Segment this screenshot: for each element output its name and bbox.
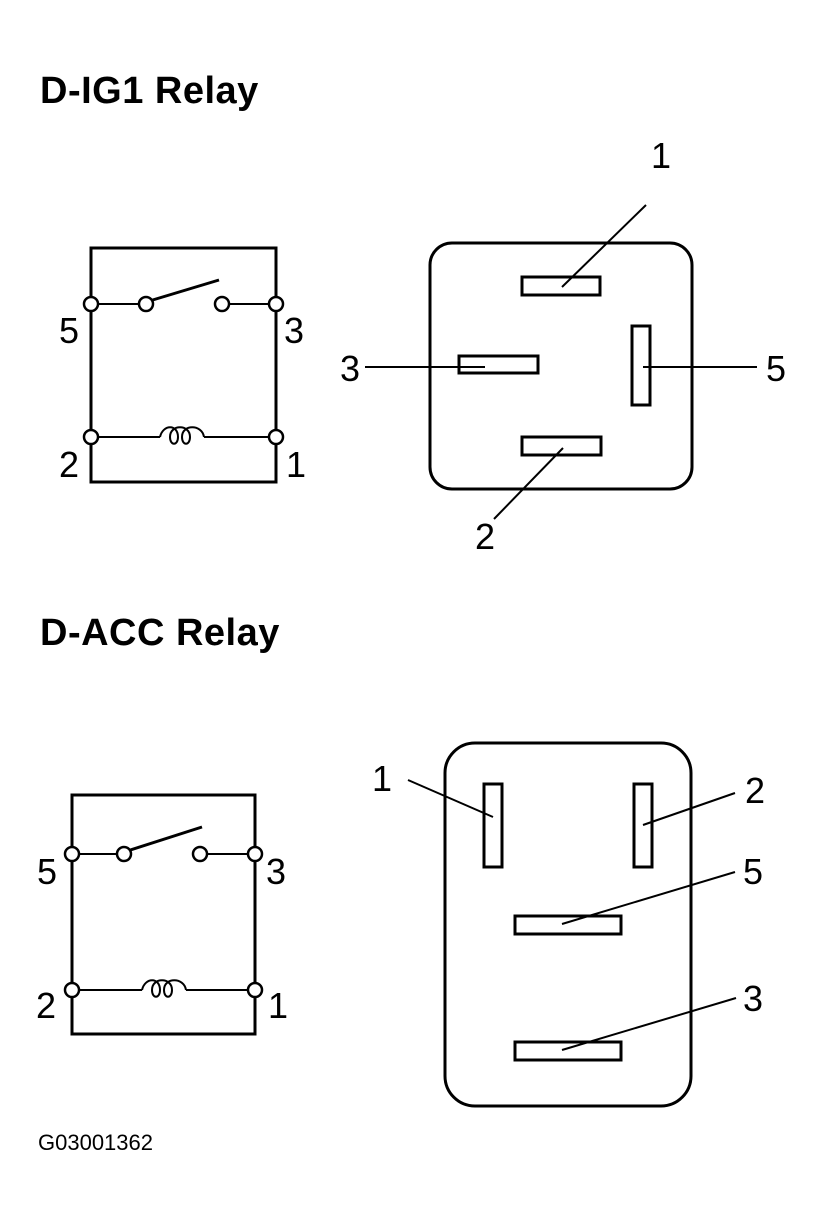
d-acc-switch (72, 825, 255, 863)
d-acc-terminal-5 (63, 845, 81, 863)
d-ig1-terminal-3 (267, 295, 285, 313)
d-acc-coil (72, 979, 255, 998)
d-acc-connector-label-1: 1 (372, 758, 392, 799)
d-acc-terminal-1 (246, 981, 264, 999)
figure-code: G03001362 (38, 1130, 153, 1155)
d-acc-terminal-2-label: 2 (36, 985, 56, 1026)
d-acc-terminal-1-label: 1 (268, 985, 288, 1026)
d-acc-connector-label-5: 5 (743, 851, 763, 892)
d-acc-relay-body (70, 793, 257, 1036)
d-ig1-pin-1 (520, 275, 602, 297)
d-acc-connector: 1 2 5 3 (372, 741, 765, 1108)
d-ig1-connector-label-2: 2 (475, 516, 495, 557)
d-ig1-schematic: 5 3 2 1 (59, 246, 306, 485)
d-acc-schematic: 5 3 2 1 (36, 793, 288, 1036)
d-acc-pin-1 (482, 782, 504, 869)
d-acc-pin-5 (513, 914, 623, 936)
d-ig1-connector-label-3: 3 (340, 348, 360, 389)
d-acc-terminal-2 (63, 981, 81, 999)
d-ig1-connector-label-5: 5 (766, 348, 786, 389)
d-ig1-terminal-2 (82, 428, 100, 446)
d-ig1-switch (91, 278, 276, 313)
d-ig1-terminal-1-label: 1 (286, 444, 306, 485)
d-ig1-terminal-5 (82, 295, 100, 313)
d-ig1-terminal-3-label: 3 (284, 310, 304, 351)
d-ig1-terminal-5-label: 5 (59, 310, 79, 351)
d-acc-pin-2 (632, 782, 654, 869)
d-acc-terminal-3-label: 3 (266, 851, 286, 892)
d-ig1-pin-2 (520, 435, 603, 457)
d-acc-connector-label-2: 2 (745, 770, 765, 811)
d-ig1-connector: 1 3 5 2 (340, 135, 786, 557)
d-ig1-terminal-1 (267, 428, 285, 446)
d-ig1-relay-title: D-IG1 Relay (40, 70, 259, 112)
d-acc-relay-title: D-ACC Relay (40, 612, 280, 654)
d-acc-connector-housing (443, 741, 693, 1108)
d-acc-terminal-5-label: 5 (37, 851, 57, 892)
d-acc-pin-3 (513, 1040, 623, 1062)
d-acc-connector-label-3: 3 (743, 978, 763, 1019)
d-ig1-pin-5 (630, 324, 652, 407)
d-ig1-relay-body (89, 246, 278, 484)
d-ig1-connector-label-1: 1 (651, 135, 671, 176)
d-ig1-terminal-2-label: 2 (59, 444, 79, 485)
d-ig1-pin-3 (457, 354, 540, 375)
d-acc-terminal-3 (246, 845, 264, 863)
d-ig1-coil (91, 426, 276, 445)
